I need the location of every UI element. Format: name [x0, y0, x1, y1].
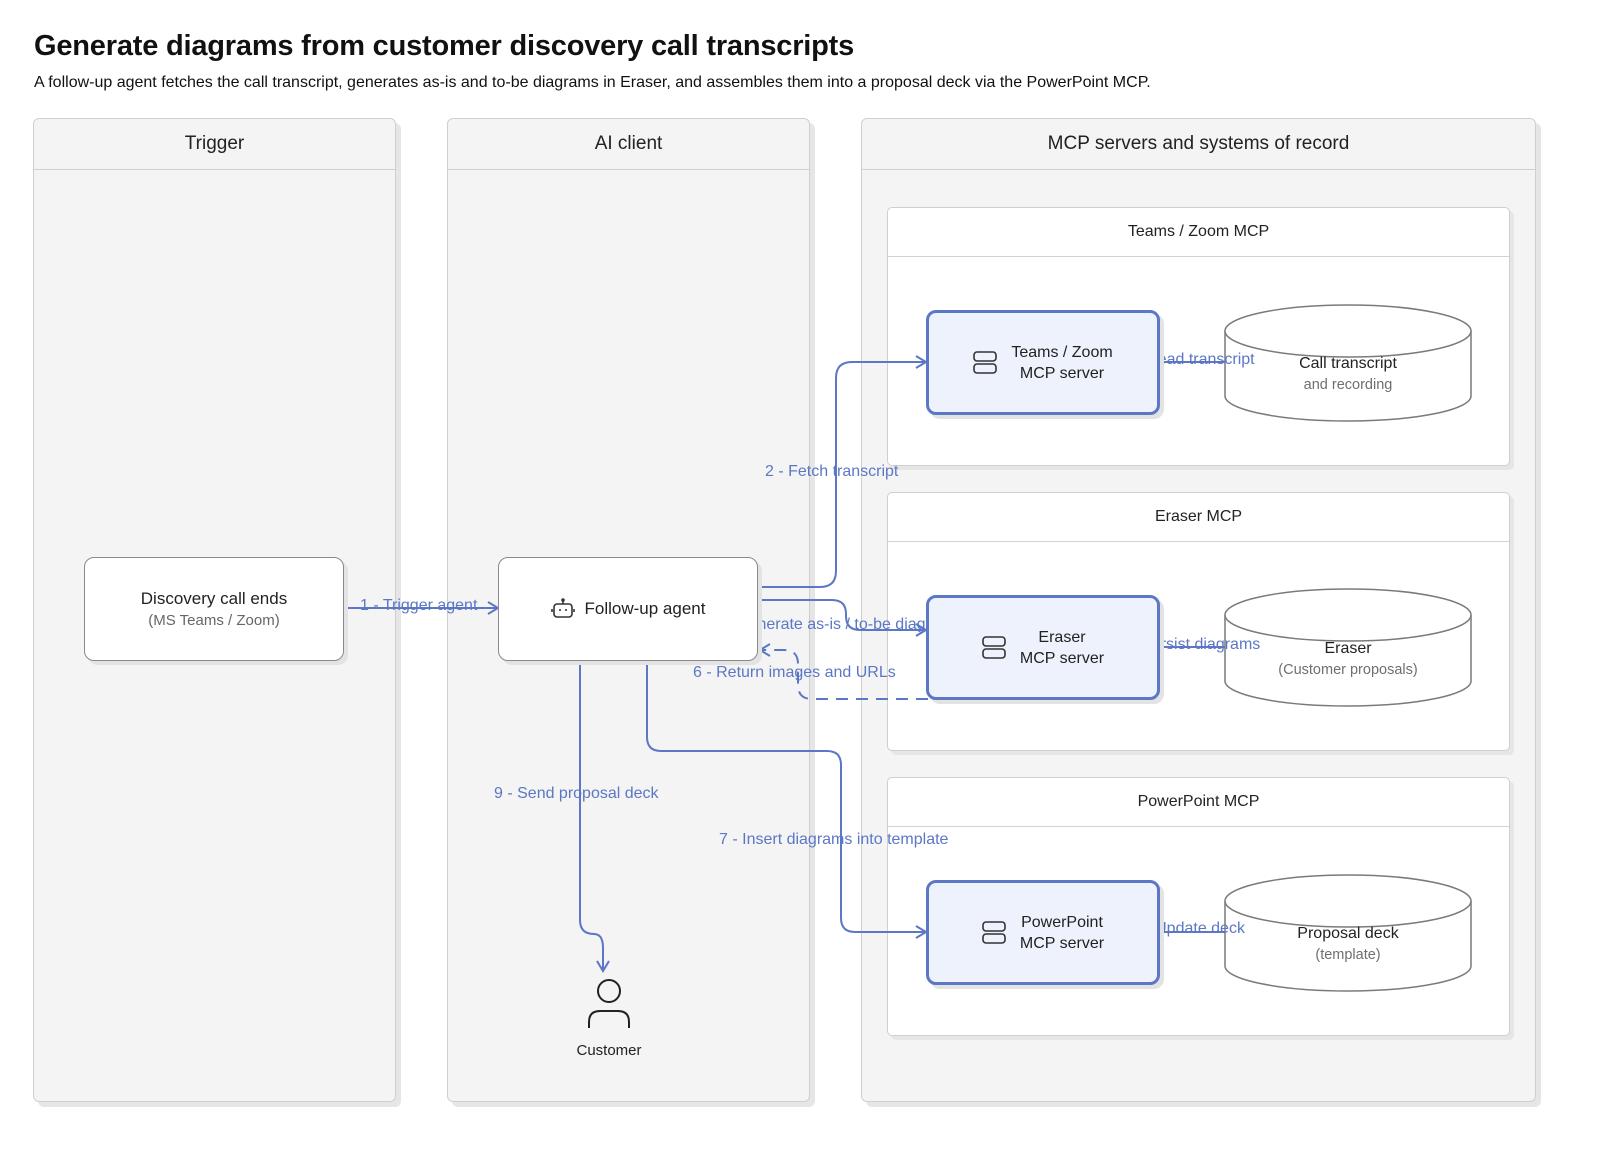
edge-4-generate-diagrams [758, 599, 928, 637]
edge-label-2: 2 - Fetch transcript [765, 463, 899, 480]
discovery-call-label: Discovery call ends [140, 589, 288, 608]
ppt-server-line1: PowerPoint [1021, 913, 1103, 931]
follow-up-agent-label: Follow-up agent [584, 599, 706, 618]
edge-7-insert-diagrams [646, 660, 928, 939]
edge-label-8: 8 - Update deck [1132, 920, 1245, 937]
teams-server-line2: MCP server [1019, 364, 1105, 382]
edge-label-1: 1 - Trigger agent [360, 597, 478, 614]
server-icon [973, 350, 998, 374]
eraser-db-label: Eraser [1324, 640, 1372, 657]
proposal-deck-db-shape [1224, 874, 1472, 992]
call-transcript-db: Call transcript and recording [1225, 355, 1471, 393]
eraser-db-shape [1224, 588, 1472, 707]
lane-trigger-header: Trigger [34, 119, 395, 170]
page-title: Generate diagrams from customer discover… [34, 30, 855, 62]
edge-label-9: 9 - Send proposal deck [494, 785, 659, 802]
eraser-server-line1: Eraser [1038, 628, 1086, 646]
ppt-server-line2: MCP server [1019, 934, 1105, 952]
eraser-db: Eraser (Customer proposals) [1225, 640, 1471, 678]
powerpoint-mcp-server-node: PowerPoint MCP server [926, 880, 1160, 985]
lane-ai-client-header: AI client [448, 119, 809, 170]
follow-up-agent-node: Follow-up agent [498, 557, 758, 661]
proposal-deck-sub: (template) [1315, 947, 1381, 963]
eraser-mcp-server-node: Eraser MCP server [926, 595, 1160, 700]
call-transcript-db-shape [1224, 304, 1472, 422]
edge-9-send-proposal [579, 660, 610, 973]
edge-label-7: 7 - Insert diagrams into template [719, 831, 949, 848]
eraser-server-line2: MCP server [1019, 649, 1105, 667]
proposal-deck-label: Proposal deck [1297, 925, 1399, 942]
page-subtitle: A follow-up agent fetches the call trans… [34, 74, 1151, 91]
discovery-call-sub: (MS Teams / Zoom) [148, 612, 280, 629]
lane-mcp-servers-header: MCP servers and systems of record [862, 119, 1535, 170]
edge-label-4: 4 - Generate as-is / to-be diagrams [713, 616, 962, 633]
server-icon [982, 635, 1006, 659]
edge-2-fetch-transcript [758, 355, 928, 588]
group-powerpoint-header: PowerPoint MCP [888, 778, 1509, 827]
call-transcript-label: Call transcript [1299, 355, 1397, 372]
group-eraser-header: Eraser MCP [888, 493, 1509, 542]
teams-zoom-mcp-server-node: Teams / Zoom MCP server [926, 310, 1160, 415]
server-icon [982, 920, 1006, 944]
call-transcript-sub: and recording [1303, 377, 1393, 393]
eraser-db-sub: (Customer proposals) [1278, 662, 1418, 678]
edge-6-return-images [758, 643, 928, 700]
robot-icon [550, 598, 575, 618]
discovery-call-ends-node: Discovery call ends (MS Teams / Zoom) [84, 557, 344, 661]
teams-server-line1: Teams / Zoom [1011, 343, 1113, 361]
proposal-deck-db: Proposal deck (template) [1225, 925, 1471, 963]
edge-label-6: 6 - Return images and URLs [693, 664, 896, 681]
customer-label: Customer [576, 1042, 642, 1059]
group-teams-zoom-header: Teams / Zoom MCP [888, 208, 1509, 257]
